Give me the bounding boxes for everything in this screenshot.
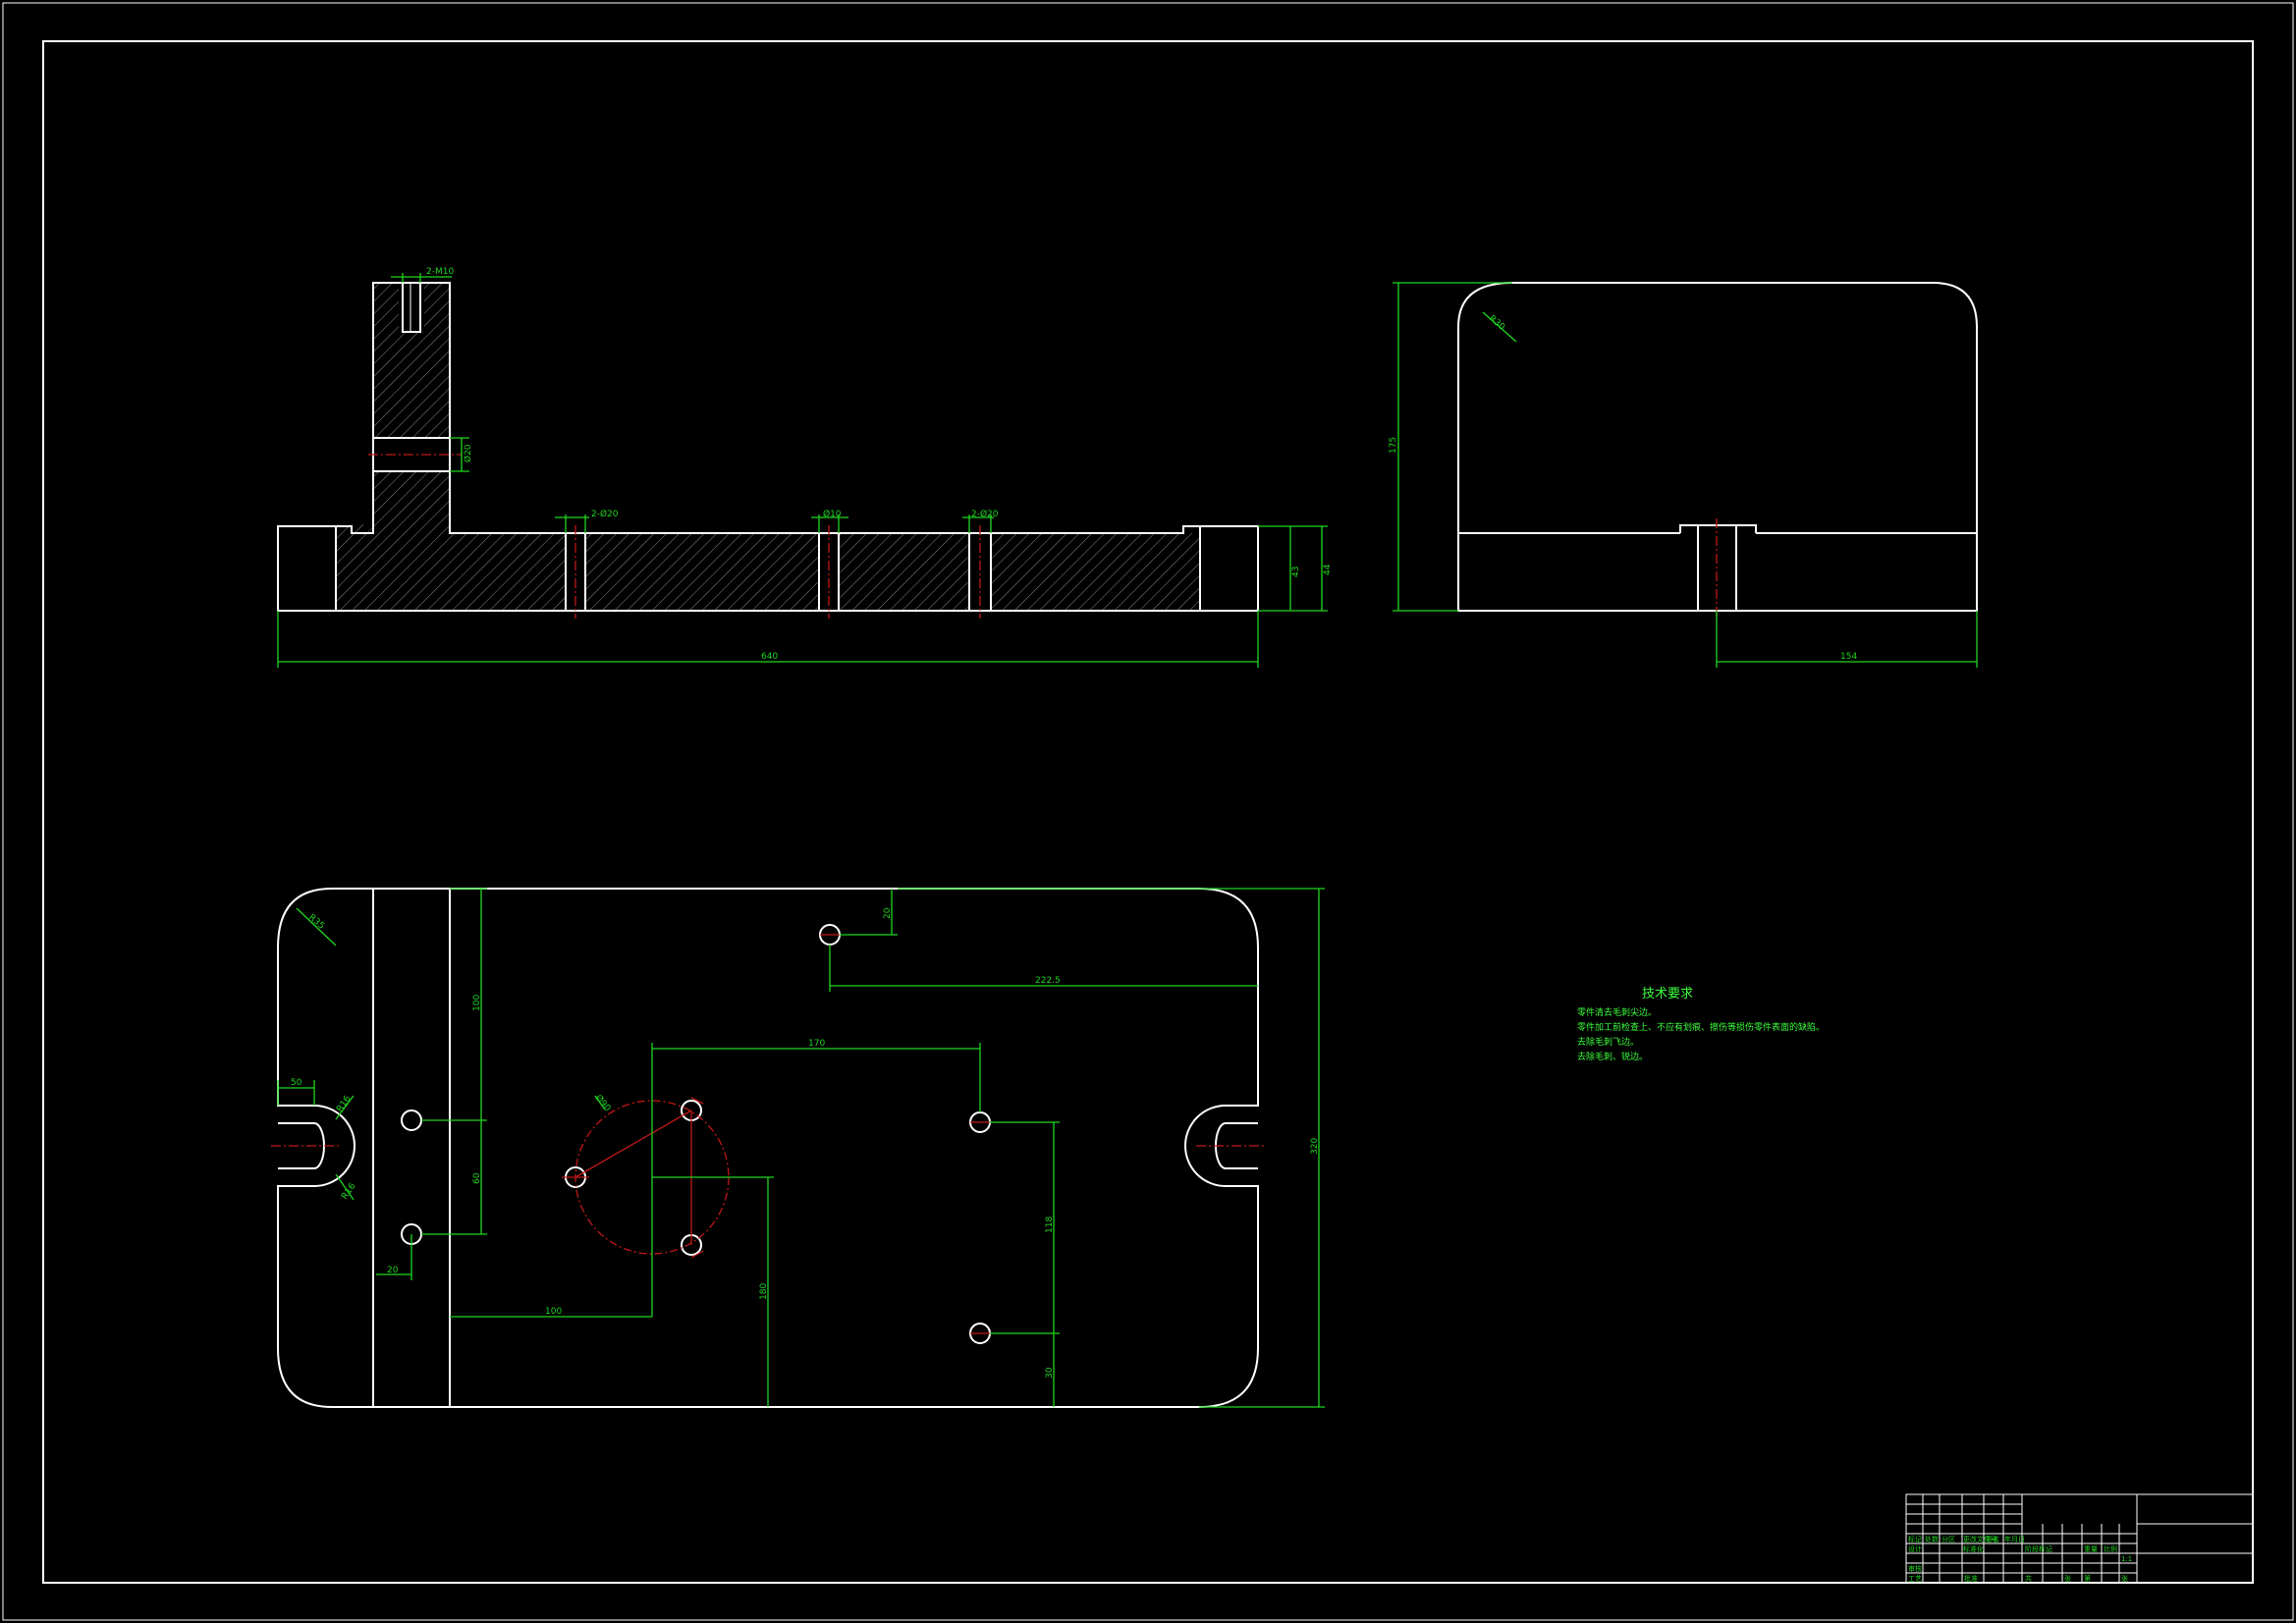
tb-scale: 1:1 xyxy=(2121,1555,2132,1563)
side-view: R30 175 154 xyxy=(1389,282,1978,668)
dim-side-hole: Ø20 xyxy=(463,444,473,462)
tb-label-7: 标准化 xyxy=(1963,1544,1984,1553)
notes-line-1: 零件清去毛刺尖边。 xyxy=(1577,1006,1657,1018)
dim-spacing-top: 170 xyxy=(808,1039,825,1049)
dim-height-outer: 44 xyxy=(1323,564,1333,575)
dim-side-height: 175 xyxy=(1389,437,1398,454)
dim-vertical-lower: 60 xyxy=(472,1172,482,1184)
dim-side-width: 154 xyxy=(1840,652,1857,662)
notes-line-4: 去除毛刺、锐边。 xyxy=(1577,1051,1648,1062)
dim-bolt-circle: Ø90 xyxy=(593,1093,614,1113)
dim-overall-height: 320 xyxy=(1310,1138,1320,1155)
dim-horizontal-bottom: 100 xyxy=(545,1307,562,1317)
dim-left-offset: 20 xyxy=(387,1266,399,1275)
tb-label-13: 批准 xyxy=(1964,1574,1978,1583)
front-section-view: 2-M10 Ø20 2-Ø20 Ø10 2-Ø20 640 43 44 xyxy=(277,267,1333,668)
side-view-outline xyxy=(1457,282,1978,612)
title-block: 标记 处数 分区 更改文件号 签名 年月日 设计 标准化 阶段标记 重量 比例 … xyxy=(1905,1493,2254,1584)
tb-label-5: 年月日 xyxy=(2004,1535,2025,1543)
dim-vertical-center: 180 xyxy=(759,1283,769,1300)
tb-label-9: 重量 xyxy=(2084,1545,2098,1553)
dim-top-radius: R35 xyxy=(306,913,326,932)
dim-top-offset: 20 xyxy=(883,907,893,919)
tb-label-14: 共 xyxy=(2025,1574,2032,1583)
dim-right-spacing: 118 xyxy=(1045,1217,1055,1233)
technical-notes: 技术要求 零件清去毛刺尖边。 零件加工前检查上、不应有划痕、擦伤等损伤零件表面的… xyxy=(1577,987,1825,1062)
hole xyxy=(401,1109,422,1131)
dim-height-inner: 43 xyxy=(1291,567,1301,577)
tb-label-16: 第 xyxy=(2084,1574,2091,1583)
dim-hole-c: 2-Ø20 xyxy=(971,509,999,519)
dim-hole-b: Ø10 xyxy=(823,509,842,519)
dim-slot-width: 50 xyxy=(291,1078,302,1088)
top-view: R35 50 R16 R16 100 60 20 20 222.5 170 Ø9… xyxy=(271,888,1325,1408)
tb-label-1: 处数 xyxy=(1925,1535,1939,1543)
dim-vertical-upper: 100 xyxy=(472,995,482,1011)
tb-label-3: 更改文件号 xyxy=(1963,1535,1997,1543)
dim-top-slot: 2-M10 xyxy=(426,267,454,277)
dim-overall-length: 640 xyxy=(761,652,778,662)
tb-label-12: 工艺 xyxy=(1908,1575,1922,1583)
tb-label-6: 设计 xyxy=(1908,1544,1922,1553)
tb-label-8: 阶段标记 xyxy=(2025,1544,2052,1553)
tb-label-2: 分区 xyxy=(1941,1535,1955,1543)
tb-label-17: 张 xyxy=(2121,1574,2128,1583)
dim-slot-radius-upper: R16 xyxy=(335,1094,354,1113)
tb-label-15: 张 xyxy=(2064,1574,2071,1583)
dim-long-horizontal: 222.5 xyxy=(1035,976,1061,986)
tb-label-4: 签名 xyxy=(1986,1535,1999,1543)
tb-label-0: 标记 xyxy=(1908,1535,1922,1543)
dim-bottom-right: 30 xyxy=(1045,1367,1055,1379)
notes-line-2: 零件加工前检查上、不应有划痕、擦伤等损伤零件表面的缺陷。 xyxy=(1577,1021,1825,1033)
tb-label-11: 审核 xyxy=(1908,1564,1922,1573)
tb-label-10: 比例 xyxy=(2104,1544,2117,1553)
notes-line-3: 去除毛刺飞边。 xyxy=(1577,1036,1639,1048)
notes-title: 技术要求 xyxy=(1642,987,1693,1001)
dim-hole-a: 2-Ø20 xyxy=(591,509,619,519)
sheet-inner-border xyxy=(42,40,2254,1584)
